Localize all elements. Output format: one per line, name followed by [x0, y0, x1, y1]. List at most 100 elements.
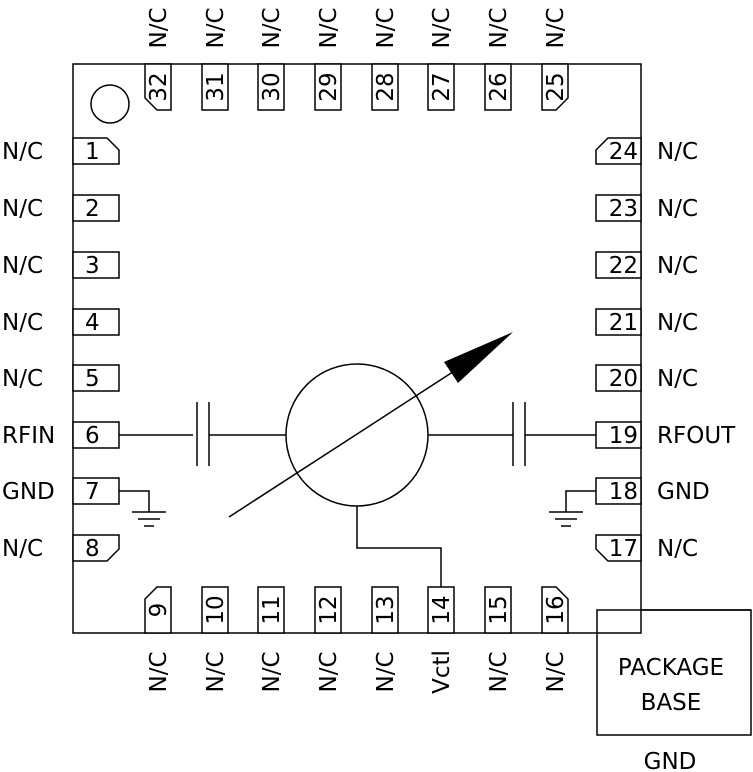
pin-label-n-c: N/C	[259, 7, 285, 48]
pin-11: 11N/C	[257, 586, 285, 693]
pin-30: 30 N/C	[257, 7, 285, 111]
pin-32: 32N/C	[144, 7, 172, 111]
variable-element	[285, 363, 429, 507]
pin-number: 6	[85, 423, 100, 449]
pin-label-n-c: N/C	[316, 7, 342, 48]
pin-box	[314, 586, 342, 634]
pin-number: 10	[203, 595, 229, 624]
pin-label-n-c: N/C	[2, 366, 43, 392]
variable-arrow-line	[228, 365, 463, 518]
pin-label-n-c: N/C	[2, 253, 43, 279]
pin-label-n-c: N/C	[146, 651, 172, 692]
pin-box	[72, 534, 120, 562]
pin-number: 24	[609, 139, 638, 165]
pin-box	[72, 308, 120, 336]
pin-16: 16N/C	[541, 586, 569, 693]
pin-12: 12N/C	[314, 586, 342, 693]
pins: 1N/C2N/C3N/C4N/C5N/C6RFIN7GND8N/C9N/C10N…	[2, 7, 736, 693]
attenuator-circuit	[119, 332, 596, 587]
pin-number: 13	[373, 595, 399, 624]
pin-number: 23	[609, 196, 638, 222]
pin-5: 5 N/C	[2, 364, 120, 392]
pin-box	[72, 251, 120, 279]
vctl-wire	[356, 506, 442, 587]
pin-box	[72, 137, 120, 165]
pin-26: 26N/C	[484, 7, 512, 111]
pin-box	[72, 364, 120, 392]
pin-number: 21	[609, 310, 638, 336]
pin-label-n-c: N/C	[203, 7, 229, 48]
pin-number: 3	[85, 253, 100, 279]
pin-number: 29	[316, 72, 342, 101]
pin-31: 31N/C	[201, 7, 229, 111]
pin-29: 29 N/C	[314, 7, 342, 111]
pin-box	[595, 137, 642, 165]
pin-number: 4	[85, 310, 100, 336]
pin-label-gnd: GND	[657, 479, 710, 505]
pin-label-n-c: N/C	[486, 651, 512, 692]
pin-label-n-c: N/C	[373, 651, 399, 692]
pin-box	[595, 194, 642, 222]
pin-label-rfin: RFIN	[2, 423, 55, 449]
pin-label-n-c: N/C	[2, 536, 43, 562]
pin-number: 32	[146, 72, 172, 101]
pin-box	[595, 308, 642, 336]
pin-number: 19	[609, 423, 638, 449]
pin-box	[595, 534, 642, 562]
package-base-box	[596, 609, 752, 736]
pin-label-n-c: N/C	[2, 310, 43, 336]
pin-13: 13N/C	[371, 586, 399, 693]
pin-label-n-c: N/C	[657, 196, 698, 222]
pin-box	[201, 586, 229, 634]
pin-label-n-c: N/C	[657, 310, 698, 336]
pin-box	[72, 421, 120, 449]
pin-number: 28	[373, 72, 399, 101]
pin-number: 11	[259, 595, 285, 624]
pin-box	[257, 63, 285, 111]
pin-box	[595, 251, 642, 279]
pin-label-n-c: N/C	[2, 139, 43, 165]
pin-box	[595, 421, 642, 449]
pin-number: 5	[85, 366, 100, 392]
pin-number: 30	[259, 72, 285, 101]
pin-1: 1N/C	[2, 137, 120, 165]
pin-label-n-c: N/C	[203, 651, 229, 692]
pin-number: 12	[316, 595, 342, 624]
pin-label-vctl: Vctl	[429, 650, 455, 694]
pin-box	[371, 63, 399, 111]
pin-box	[427, 586, 455, 634]
pin-label-n-c: N/C	[259, 651, 285, 692]
pin-4: 4 N/C	[2, 308, 120, 336]
pin-label-rfout: RFOUT	[657, 423, 736, 449]
pin-label-n-c: N/C	[657, 366, 698, 392]
pin-9: 9N/C	[144, 586, 172, 693]
pin-number: 16	[543, 595, 569, 624]
chip-body	[72, 63, 642, 634]
variable-arrowhead	[444, 332, 513, 383]
pin-box	[72, 477, 120, 505]
pin1-marker	[90, 84, 130, 124]
pin-6: 6 RFIN	[2, 421, 120, 449]
pin-number: 15	[486, 595, 512, 624]
pin-number: 2	[85, 196, 100, 222]
pin-15: 15N/C	[484, 586, 512, 693]
pin-box	[314, 63, 342, 111]
pin-28: 28N/C	[371, 7, 399, 111]
pin-label-n-c: N/C	[429, 7, 455, 48]
pin-number: 14	[429, 595, 455, 624]
pin-23: 23 N/C	[595, 194, 698, 222]
ground-left	[119, 490, 166, 527]
package-base-gnd-label: GND	[644, 749, 697, 772]
pin-number: 25	[543, 72, 569, 101]
pin-19: 19 RFOUT	[595, 421, 736, 449]
pin-27: 27N/C	[427, 7, 455, 111]
pin-label-n-c: N/C	[543, 7, 569, 48]
pin-number: 26	[486, 72, 512, 101]
pin-25: 25 N/C	[541, 7, 569, 111]
pin-2: 2N/C	[2, 194, 120, 222]
